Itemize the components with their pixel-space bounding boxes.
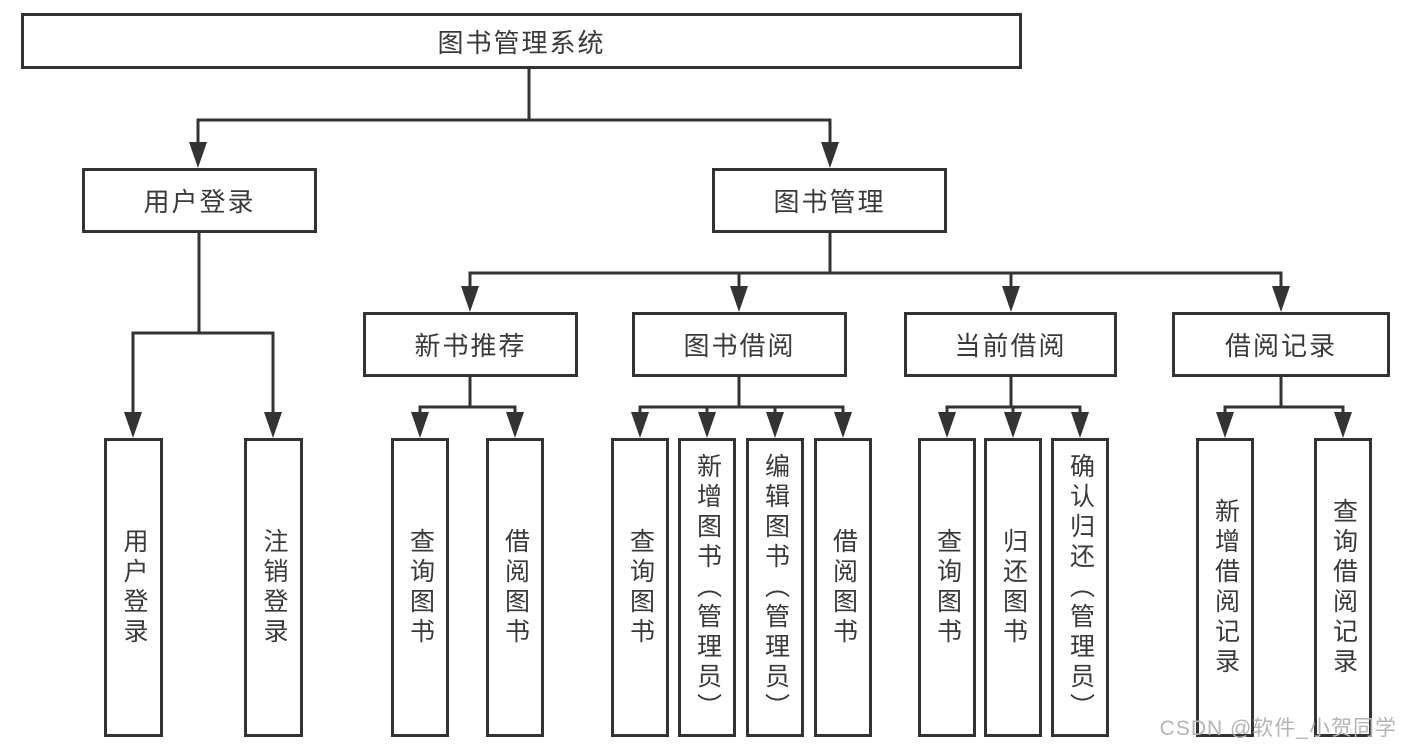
leaf-return-books: 归还图书 bbox=[984, 438, 1042, 737]
leaf-query-books-current: 查询图书 bbox=[918, 438, 976, 737]
leaf-query-borrow-record: 查询借阅记录 bbox=[1314, 438, 1372, 737]
leaf-user-login: 用户登录 bbox=[104, 438, 163, 737]
node-label: 图书借阅 bbox=[683, 331, 796, 361]
leaf-label: 确认归还（管理员） bbox=[1066, 452, 1095, 723]
node-label: 当前借阅 bbox=[954, 331, 1067, 361]
leaf-label: 注销登录 bbox=[260, 527, 288, 648]
arrowhead-icon bbox=[1071, 412, 1089, 438]
leaf-label: 新增图书（管理员） bbox=[693, 452, 722, 723]
node-label: 新书推荐 bbox=[414, 331, 527, 361]
leaf-add-borrow-record: 新增借阅记录 bbox=[1196, 438, 1254, 737]
arrowhead-icon bbox=[1334, 412, 1352, 438]
leaf-borrow-books-recommend: 借阅图书 bbox=[486, 438, 544, 737]
leaf-add-books-admin: 新增图书（管理员） bbox=[678, 438, 736, 737]
leaf-label: 用户登录 bbox=[120, 527, 148, 648]
arrowhead-icon bbox=[698, 412, 716, 438]
leaf-query-books-recommend: 查询图书 bbox=[391, 438, 449, 737]
leaf-borrow-books: 借阅图书 bbox=[814, 438, 872, 737]
leaf-label: 借阅图书 bbox=[829, 527, 858, 648]
arrowhead-icon bbox=[766, 412, 784, 438]
leaf-label: 借阅图书 bbox=[501, 527, 530, 648]
node-library-management-system: 图书管理系统 bbox=[21, 13, 1022, 69]
leaf-label: 查询借阅记录 bbox=[1329, 497, 1358, 678]
arrowhead-icon bbox=[821, 142, 839, 168]
leaf-confirm-return-admin: 确认归还（管理员） bbox=[1051, 438, 1109, 737]
node-new-book-recommend: 新书推荐 bbox=[363, 312, 578, 377]
arrowhead-icon bbox=[834, 412, 852, 438]
node-book-management: 图书管理 bbox=[712, 168, 947, 233]
leaf-label: 编辑图书（管理员） bbox=[761, 452, 790, 723]
arrowhead-icon bbox=[938, 412, 956, 438]
node-label: 图书管理 bbox=[773, 187, 886, 217]
leaf-label: 归还图书 bbox=[999, 527, 1028, 648]
arrowhead-icon bbox=[189, 142, 207, 168]
leaf-edit-books-admin: 编辑图书（管理员） bbox=[746, 438, 804, 737]
arrowhead-icon bbox=[124, 412, 142, 438]
arrowhead-icon bbox=[631, 412, 649, 438]
leaf-label: 查询图书 bbox=[626, 527, 655, 648]
arrowhead-icon bbox=[1002, 286, 1020, 312]
arrowhead-icon bbox=[1272, 286, 1290, 312]
arrowhead-icon bbox=[264, 412, 282, 438]
node-current-borrow: 当前借阅 bbox=[904, 312, 1117, 377]
leaf-label: 查询图书 bbox=[933, 527, 962, 648]
leaf-query-books-borrow: 查询图书 bbox=[611, 438, 669, 737]
arrowhead-icon bbox=[1216, 412, 1234, 438]
arrowhead-icon bbox=[411, 412, 429, 438]
leaf-label: 新增借阅记录 bbox=[1211, 497, 1240, 678]
node-user-login: 用户登录 bbox=[82, 168, 317, 233]
leaf-label: 查询图书 bbox=[406, 527, 435, 648]
arrowhead-icon bbox=[461, 286, 479, 312]
leaf-logout: 注销登录 bbox=[244, 438, 303, 737]
node-label: 借阅记录 bbox=[1224, 331, 1337, 361]
csdn-watermark: CSDN @软件_小贺同学 bbox=[1159, 717, 1397, 740]
node-label: 图书管理系统 bbox=[437, 27, 606, 58]
arrowhead-icon bbox=[1004, 412, 1022, 438]
arrowhead-icon bbox=[730, 286, 748, 312]
node-label: 用户登录 bbox=[143, 187, 256, 217]
arrowhead-icon bbox=[506, 412, 524, 438]
node-book-borrow: 图书借阅 bbox=[632, 312, 847, 377]
node-borrow-records: 借阅记录 bbox=[1172, 312, 1390, 377]
